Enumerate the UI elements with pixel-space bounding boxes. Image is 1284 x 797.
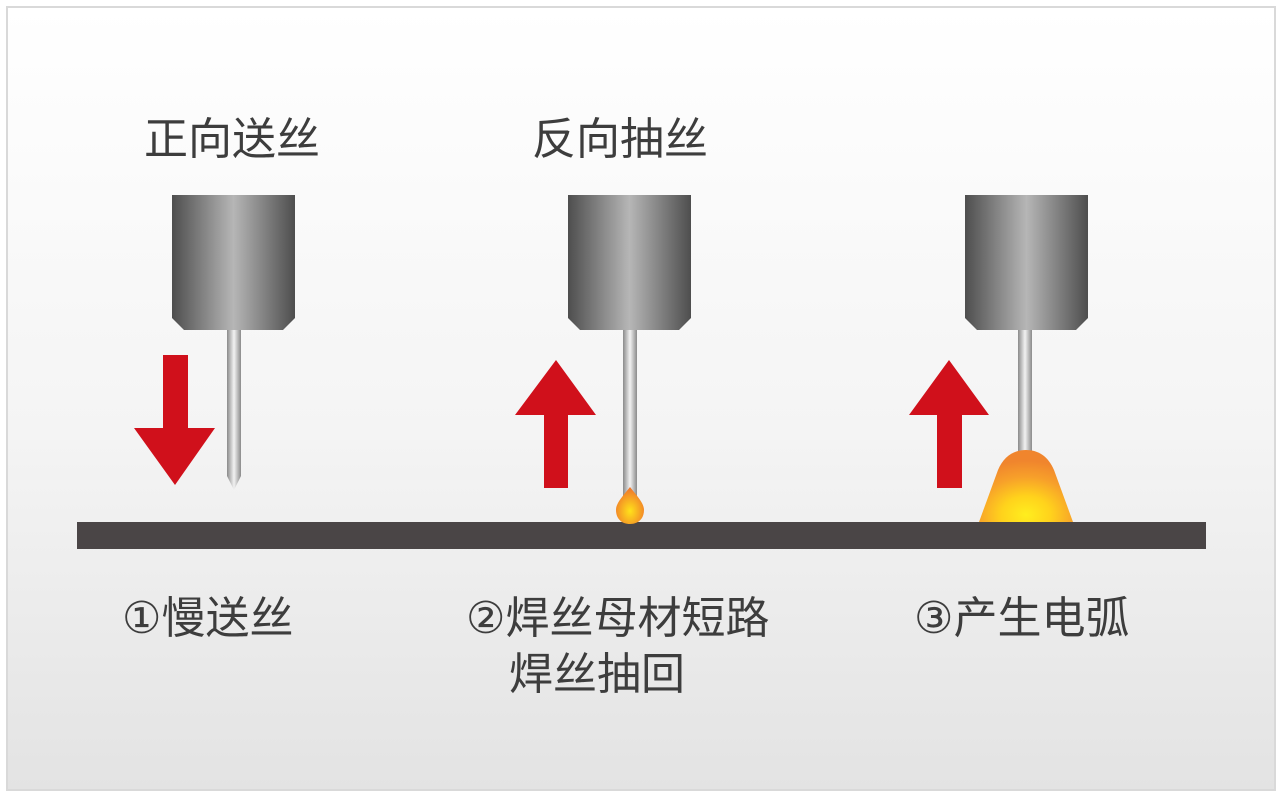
step-3-label: ③产生电弧 — [914, 593, 1130, 644]
step-1-label: ①慢送丝 — [122, 593, 294, 644]
header-forward-feed: 正向送丝 — [144, 114, 320, 165]
welding-wire — [623, 330, 637, 500]
torch-3 — [965, 195, 1088, 452]
welding-wire — [1018, 330, 1032, 452]
up-arrow-icon — [909, 360, 989, 488]
base-plate — [77, 522, 1206, 549]
torch-nozzle — [172, 195, 295, 330]
welding-wire — [227, 330, 241, 490]
molten-droplet-icon — [616, 487, 644, 524]
step-2-label: ②焊丝母材短路 — [466, 593, 770, 644]
torch-nozzle — [568, 195, 691, 330]
welding-arc-icon — [979, 450, 1073, 522]
down-arrow-icon — [134, 355, 215, 485]
torch-1 — [172, 195, 295, 490]
header-reverse-pull: 反向抽丝 — [532, 114, 708, 165]
diagram-frame — [6, 6, 1276, 791]
torch-2 — [568, 195, 691, 500]
torch-nozzle — [965, 195, 1088, 330]
up-arrow-icon — [515, 360, 596, 488]
step-2-label-line2: 焊丝抽回 — [509, 649, 685, 700]
